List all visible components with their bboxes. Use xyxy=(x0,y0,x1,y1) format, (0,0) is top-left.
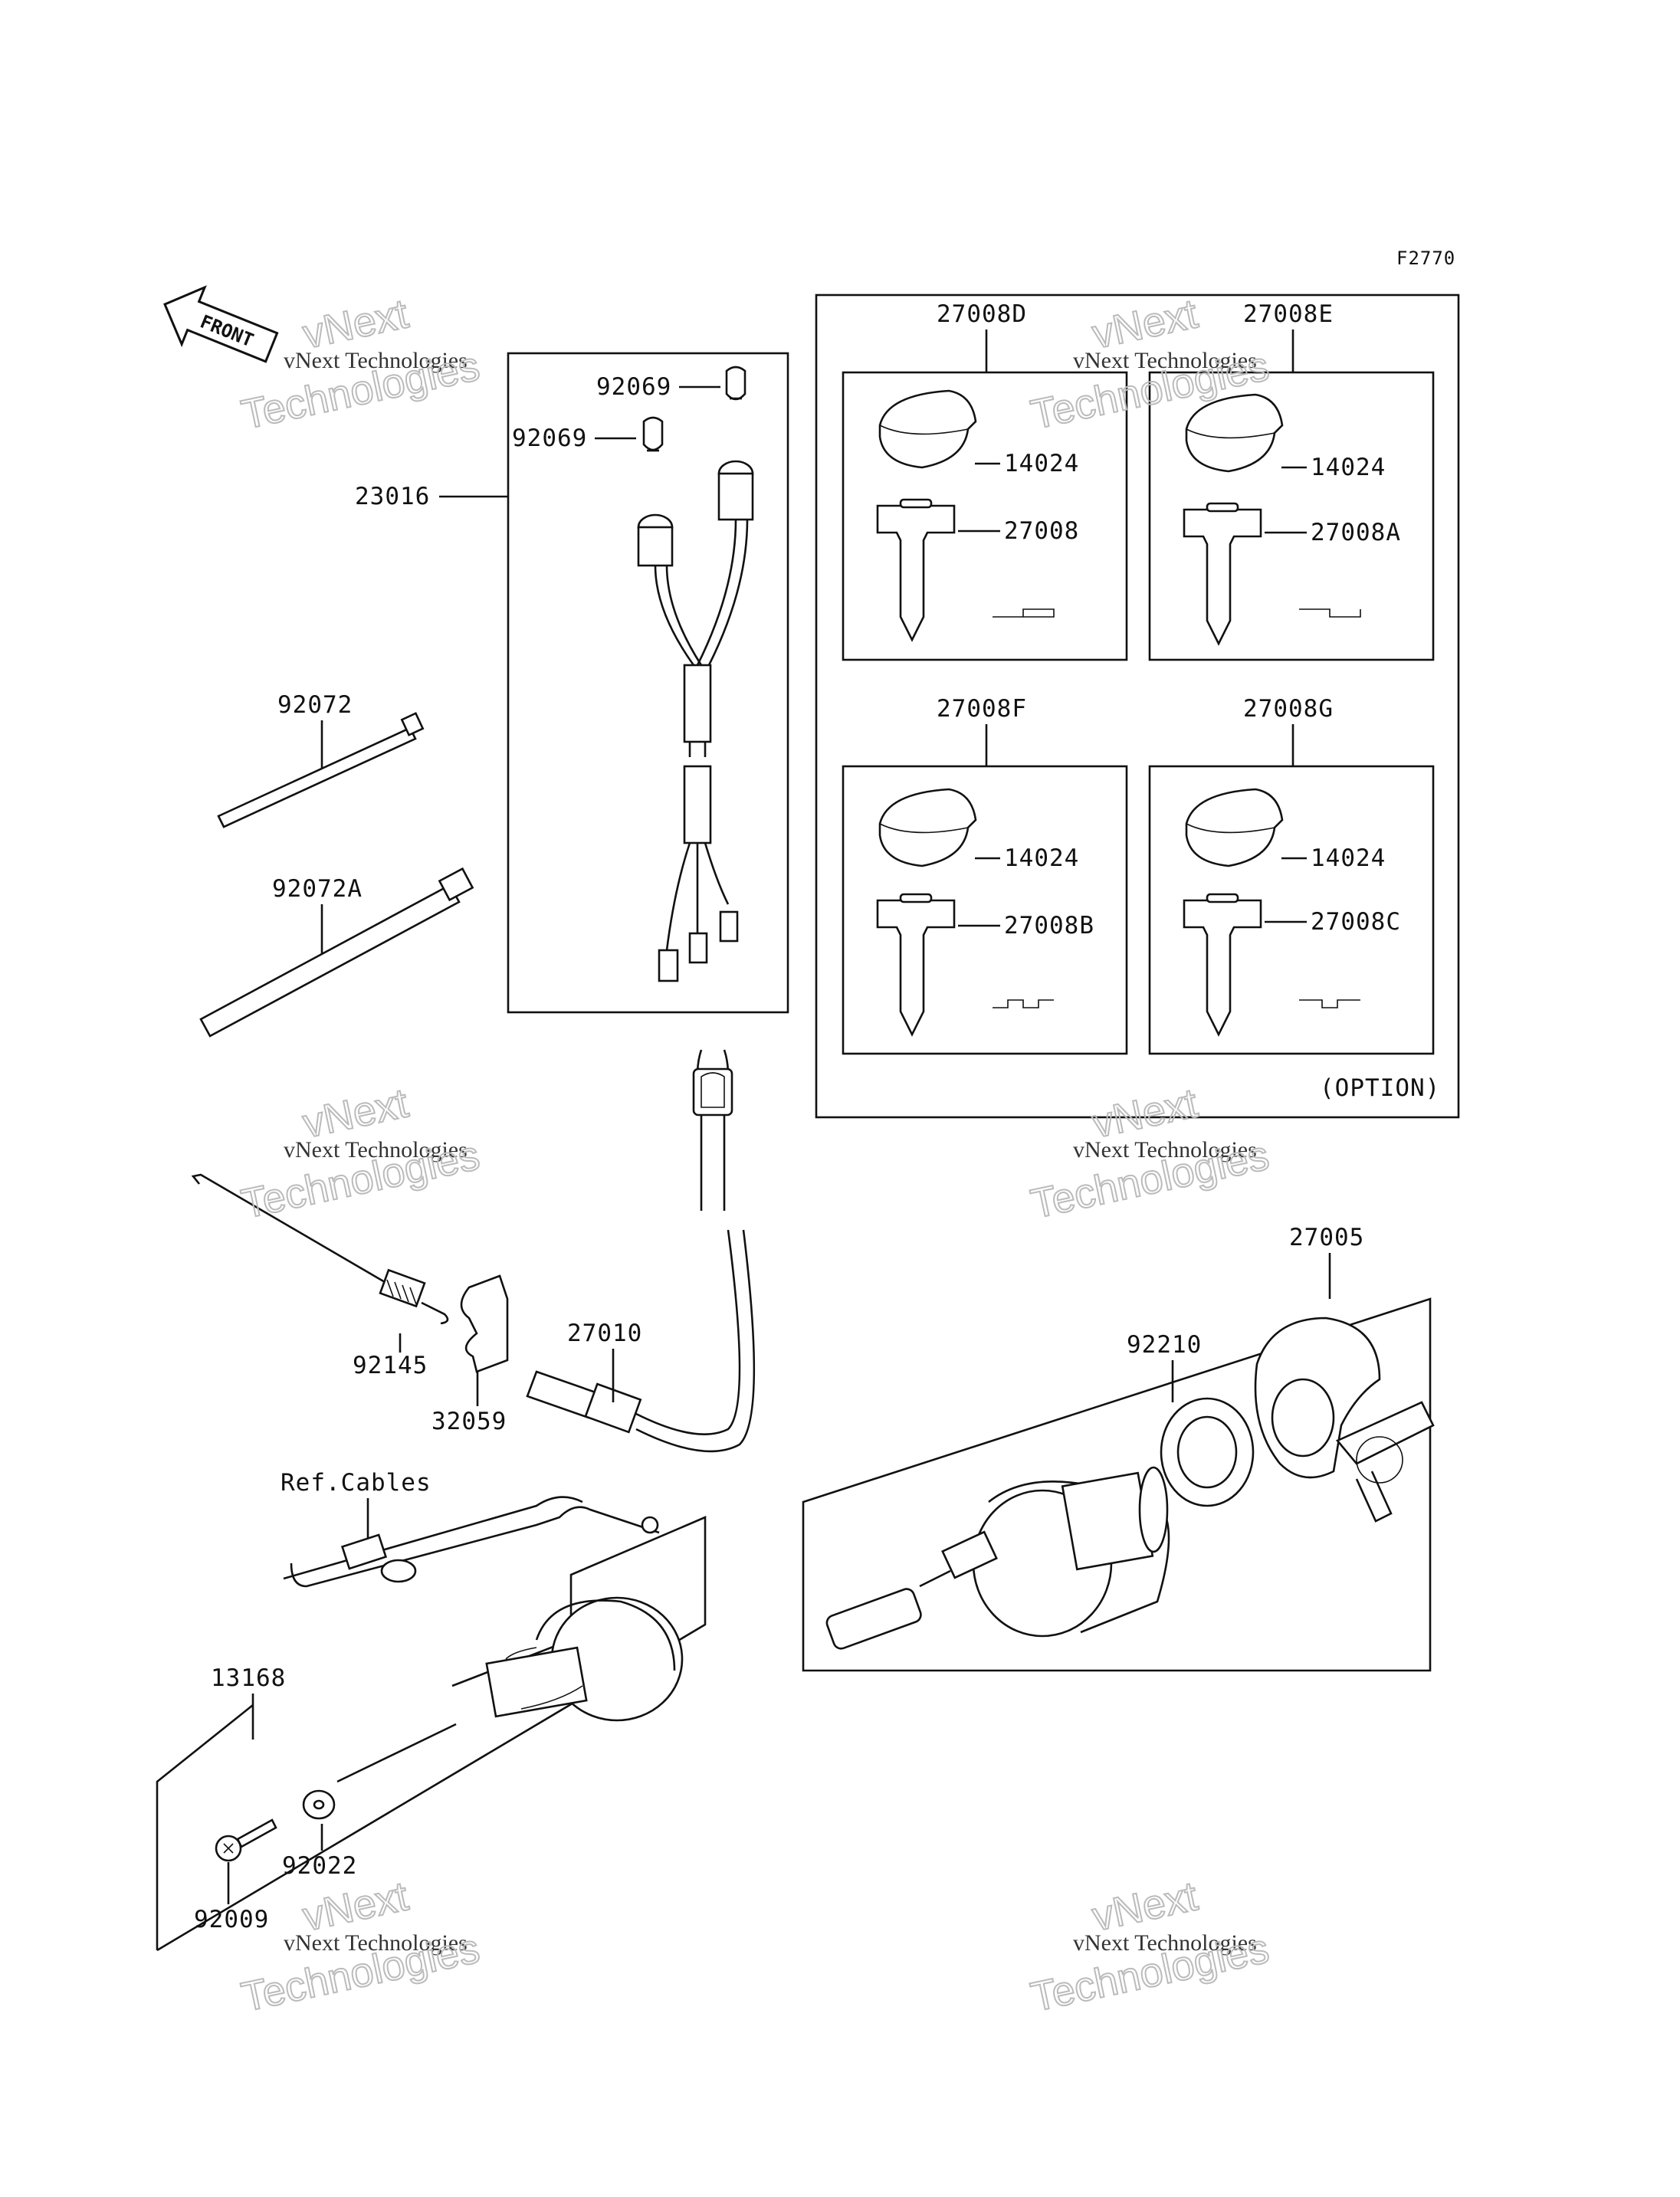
harness-group-box xyxy=(507,352,789,1014)
label-13168: 13168 xyxy=(211,1664,286,1692)
bracket-icon xyxy=(460,1274,509,1373)
label-14024-d: 14024 xyxy=(1004,450,1079,477)
key-set-box-F xyxy=(842,765,1128,1055)
svg-text:vNext Technologies: vNext Technologies xyxy=(284,348,468,373)
cable-tie-icon xyxy=(217,712,425,828)
label-27008B: 27008B xyxy=(1004,912,1094,939)
brake-switch-icon xyxy=(526,1049,756,1453)
knob-icon xyxy=(878,788,977,867)
label-27008C: 27008C xyxy=(1311,908,1401,936)
bulb-icon xyxy=(642,416,664,452)
svg-text:vNext Technologies: vNext Technologies xyxy=(1073,1137,1257,1162)
key-set-box-D xyxy=(842,371,1128,661)
cable-tie-icon xyxy=(199,867,474,1038)
label-14024-g: 14024 xyxy=(1311,844,1386,872)
label-92210: 92210 xyxy=(1127,1331,1202,1359)
label-27008G: 27008G xyxy=(1243,695,1334,723)
label-14024-f: 14024 xyxy=(1004,844,1079,872)
ignition-group-box xyxy=(802,1297,1432,1672)
return-spring-icon xyxy=(191,1173,449,1325)
knob-icon xyxy=(1185,788,1284,867)
label-92072A: 92072A xyxy=(272,875,363,903)
svg-text:vNext Technologies: vNext Technologies xyxy=(284,1137,468,1162)
key-icon xyxy=(1335,1401,1435,1523)
key-set-box-G xyxy=(1148,765,1435,1055)
label-27005: 27005 xyxy=(1289,1224,1364,1251)
ref-cables-label: Ref.Cables xyxy=(281,1469,431,1497)
watermark: vNext Technologies vNext Technologies xyxy=(1026,1872,1274,2021)
label-92022: 92022 xyxy=(282,1852,357,1880)
ignition-switch-body-icon xyxy=(825,1466,1170,1650)
figure-code: F2770 xyxy=(1396,248,1455,269)
lock-nut-icon xyxy=(1160,1397,1255,1507)
key-icon xyxy=(1183,893,1262,1037)
label-27008F: 27008F xyxy=(937,695,1027,723)
svg-text:vNext Technologies: vNext Technologies xyxy=(1073,1930,1257,1956)
label-27010: 27010 xyxy=(567,1320,642,1347)
svg-text:vNext Technologies: vNext Technologies xyxy=(1073,348,1257,373)
label-92145: 92145 xyxy=(353,1352,428,1379)
mount-group-outline xyxy=(156,1516,707,1952)
label-92069-a: 92069 xyxy=(596,373,671,401)
watermark: vNext Technologies vNext Technologies xyxy=(237,1872,484,2021)
key-set-box-E xyxy=(1148,371,1435,661)
label-92009: 92009 xyxy=(194,1906,269,1933)
cover-cap-icon xyxy=(1254,1317,1381,1479)
key-icon xyxy=(876,893,956,1037)
label-14024-e: 14024 xyxy=(1311,454,1386,481)
option-label: (OPTION) xyxy=(1320,1074,1440,1102)
screw-icon xyxy=(215,1818,277,1862)
key-icon xyxy=(876,498,956,642)
front-arrow-icon: FRONT xyxy=(163,285,279,363)
label-27008D: 27008D xyxy=(937,300,1027,328)
label-27008: 27008 xyxy=(1004,517,1079,545)
label-92072: 92072 xyxy=(277,691,353,719)
knob-icon xyxy=(878,389,977,469)
watermark: vNext Technologies vNext Technologies xyxy=(237,1079,484,1228)
bulb-icon xyxy=(725,366,746,401)
knob-icon xyxy=(1185,393,1284,473)
cable-icon xyxy=(283,1496,660,1588)
switch-knob-icon xyxy=(485,1596,684,1722)
svg-text:vNext Technologies: vNext Technologies xyxy=(284,1930,468,1956)
label-92069-b: 92069 xyxy=(512,425,587,452)
label-27008E: 27008E xyxy=(1243,300,1334,328)
washer-icon xyxy=(302,1789,336,1820)
key-icon xyxy=(1183,502,1262,646)
socket-harness-icon xyxy=(637,460,754,982)
label-32059: 32059 xyxy=(431,1408,507,1435)
watermark: vNext Technologies vNext Technologies xyxy=(1026,1079,1274,1228)
label-23016: 23016 xyxy=(355,483,430,510)
watermark: vNext Technologies vNext Technologies xyxy=(237,290,484,438)
key-options-box xyxy=(815,293,1460,1119)
label-27008A: 27008A xyxy=(1311,519,1401,546)
